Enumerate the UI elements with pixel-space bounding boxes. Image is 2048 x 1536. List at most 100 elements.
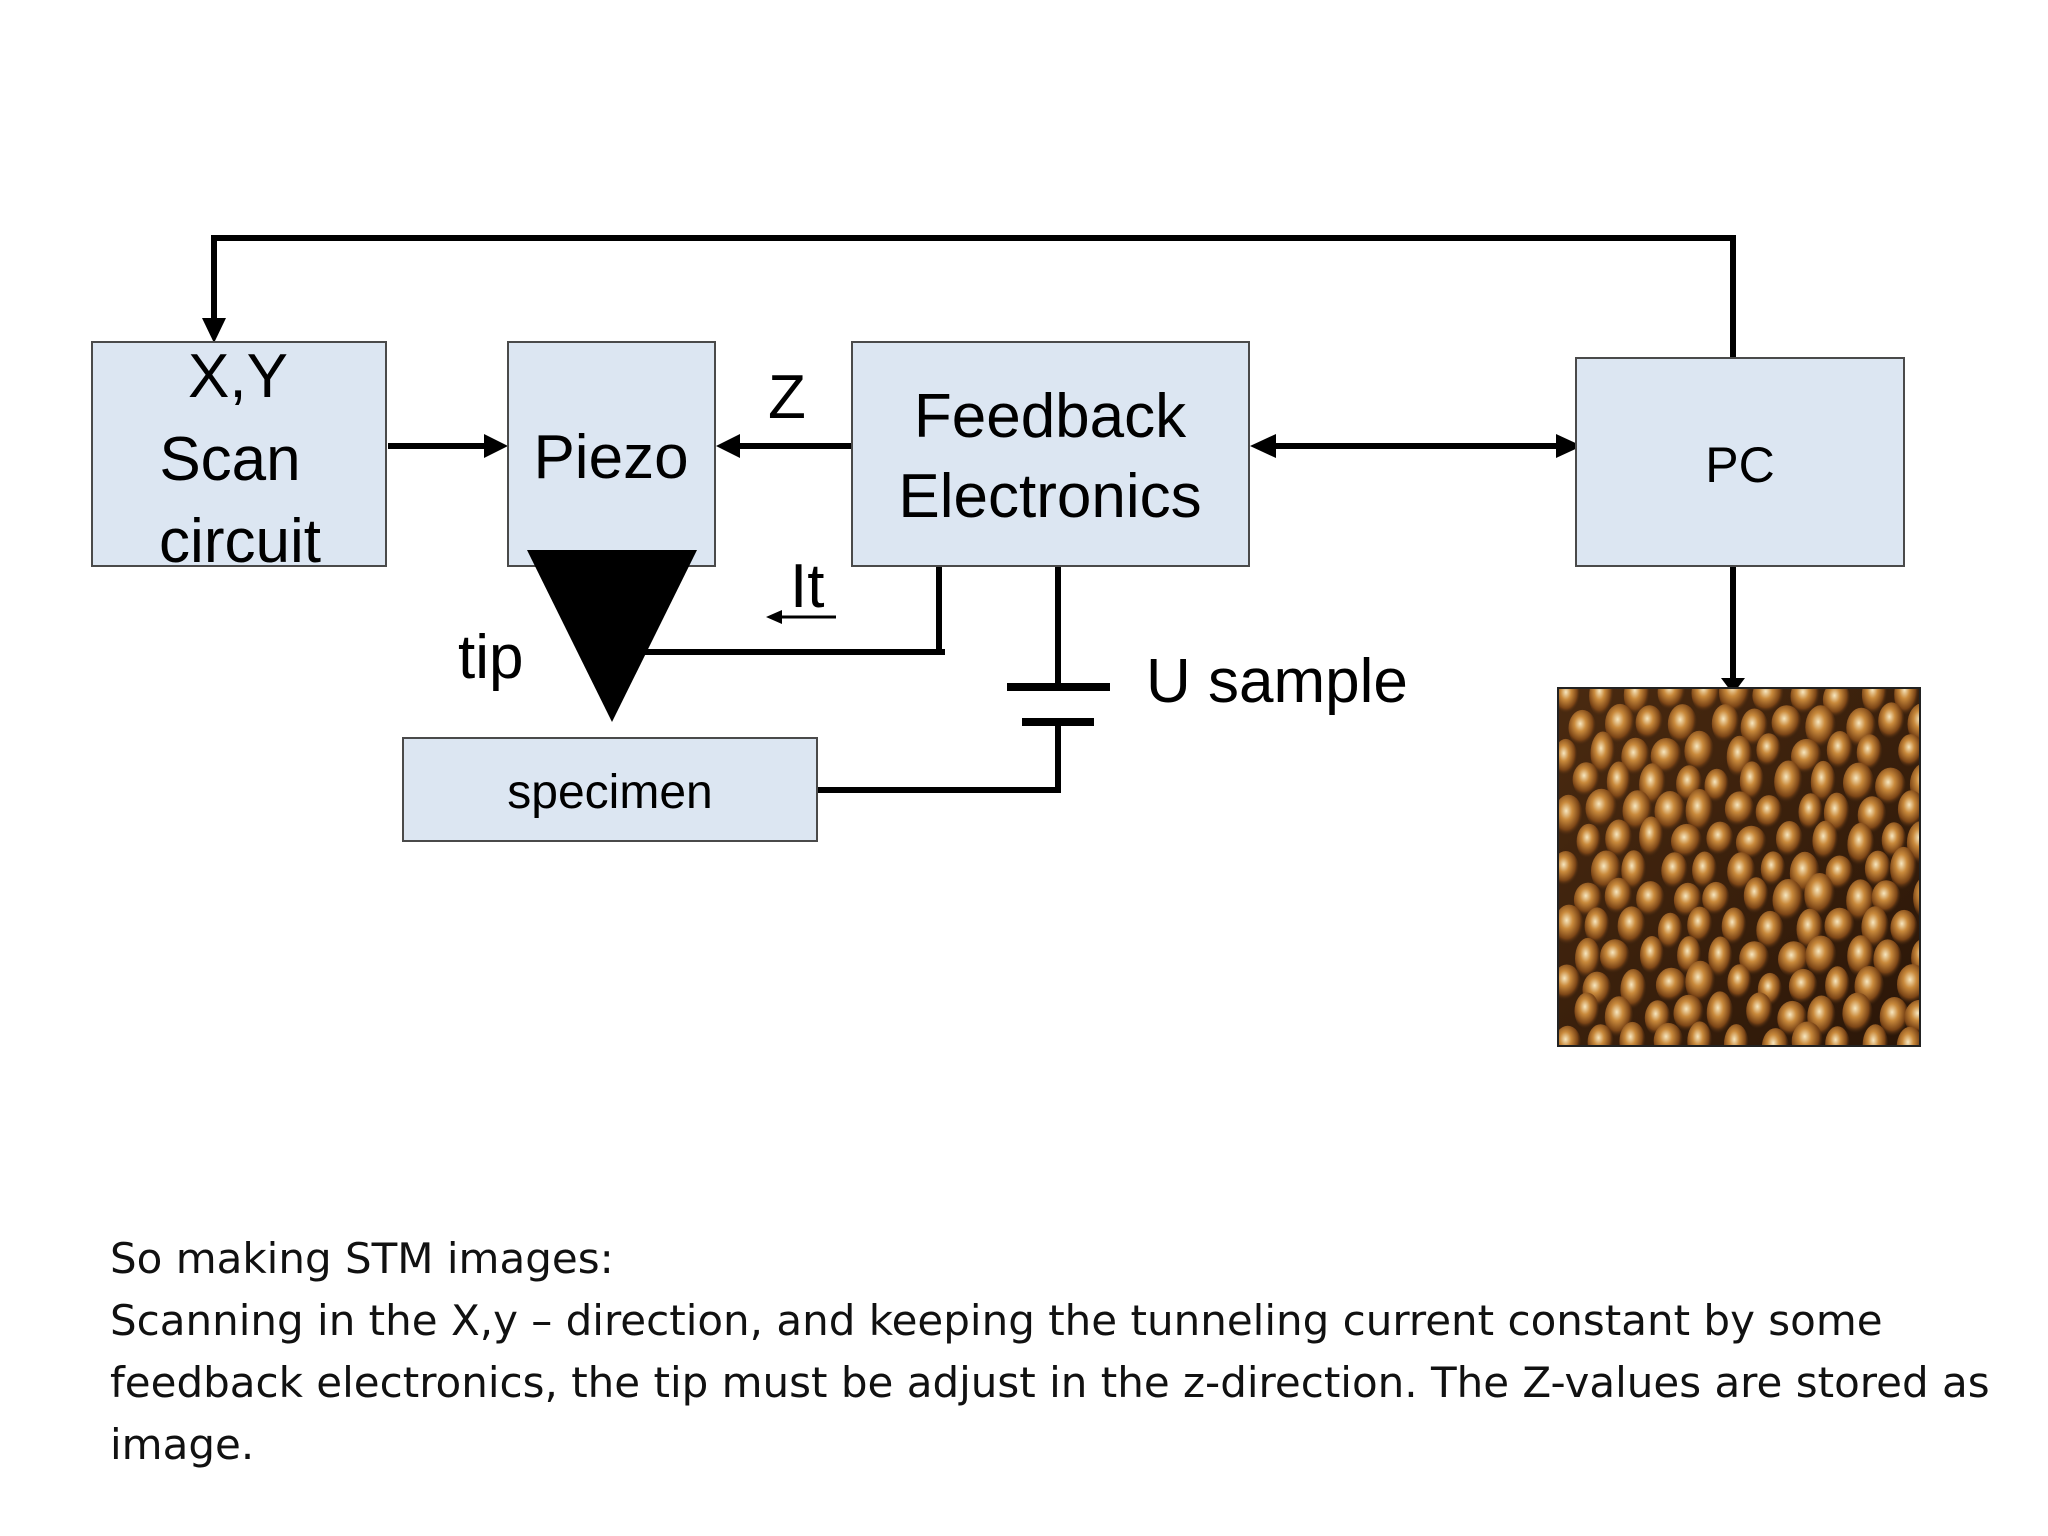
stm-surface-bump bbox=[1654, 791, 1686, 833]
caption: So making STM images: Scanning in the X,… bbox=[110, 1228, 2010, 1476]
stm-surface-bump bbox=[1558, 738, 1578, 777]
stm-surface-bump bbox=[1655, 967, 1687, 1003]
stm-surface-bump bbox=[1805, 705, 1837, 749]
stm-surface-bump bbox=[1825, 1026, 1850, 1046]
stm-surface-bump bbox=[1756, 733, 1781, 768]
stm-surface-bump bbox=[1791, 1021, 1823, 1046]
stm-surface-bump bbox=[1605, 703, 1635, 745]
stm-surface-bump bbox=[1640, 936, 1664, 975]
stm-surface-bump bbox=[1878, 702, 1905, 740]
stm-surface-bump bbox=[1810, 760, 1836, 804]
it-label: It bbox=[790, 552, 824, 621]
stm-surface-bump bbox=[1558, 851, 1580, 887]
stm-surface-bump bbox=[1798, 793, 1823, 831]
stm-surface-bump bbox=[1617, 906, 1646, 946]
stm-surface-bump bbox=[1702, 881, 1730, 916]
wiring bbox=[202, 235, 1745, 793]
stm-surface-bump bbox=[1605, 819, 1633, 859]
stm-surface-bump bbox=[1778, 941, 1810, 978]
stm-surface-bump bbox=[1776, 821, 1803, 858]
stm-surface-bump bbox=[1724, 1024, 1749, 1046]
stm-surface-bump bbox=[1671, 823, 1703, 859]
stm-surface-bump bbox=[1604, 877, 1633, 915]
stm-surface-bump bbox=[1898, 734, 1920, 769]
scan-label-line3: circuit bbox=[159, 507, 321, 576]
stm-surface-bump bbox=[1761, 1028, 1789, 1046]
stm-surface-bump bbox=[1804, 873, 1836, 917]
caption-heading: So making STM images: bbox=[110, 1234, 614, 1283]
stm-image bbox=[1557, 687, 1921, 1047]
stm-surface-bump bbox=[1756, 910, 1784, 951]
stm-surface-bump bbox=[1558, 688, 1581, 715]
arrow-head-pc bbox=[1556, 434, 1582, 458]
stm-surface-bump bbox=[1685, 789, 1714, 833]
stm-surface-bump bbox=[1653, 1022, 1684, 1046]
stm-surface-bump bbox=[1875, 767, 1907, 806]
stm-surface-bump bbox=[1746, 992, 1773, 1030]
stm-surface-bump bbox=[1890, 909, 1918, 947]
arrow-head-feedback bbox=[1250, 434, 1276, 458]
stm-surface-bump bbox=[1896, 1026, 1920, 1046]
stm-surface-bump bbox=[1574, 992, 1600, 1030]
stm-surface-bump bbox=[1691, 688, 1720, 713]
stm-surface-bump bbox=[1760, 851, 1786, 887]
pc-block: PC bbox=[1575, 357, 1905, 567]
stm-surface-bump bbox=[1636, 881, 1665, 918]
stm-surface-bump bbox=[1706, 991, 1734, 1035]
stm-surface-bump bbox=[1650, 738, 1682, 775]
stm-surface-bump bbox=[1752, 688, 1784, 714]
stm-surface-bump bbox=[1727, 964, 1752, 1000]
stm-surface-bump bbox=[1600, 939, 1630, 974]
stm-surface-bump bbox=[1721, 907, 1747, 946]
stm-surface-bump bbox=[1619, 1021, 1646, 1046]
current-arrow-head bbox=[766, 610, 782, 624]
stm-surface-bump bbox=[1842, 992, 1873, 1035]
stm-surface-bump bbox=[1791, 738, 1822, 775]
stm-surface-bump bbox=[1558, 964, 1581, 1001]
stm-surface-bump bbox=[1772, 879, 1805, 922]
stm-surface-bump bbox=[1861, 906, 1889, 949]
stm-surface-bump bbox=[1739, 761, 1764, 802]
stm-surface-bump bbox=[1825, 855, 1854, 891]
u-sample-label: U sample bbox=[1146, 647, 1408, 716]
stm-surface-bump bbox=[1639, 816, 1664, 858]
specimen-block: specimen bbox=[402, 737, 818, 842]
stm-surface-bump bbox=[1897, 790, 1920, 829]
stm-surface-bump bbox=[1824, 907, 1855, 945]
stm-surface-bump bbox=[1708, 936, 1733, 979]
stm-surface-bump bbox=[1706, 821, 1734, 856]
stm-surface-bump bbox=[1856, 734, 1883, 772]
stm-surface-bump bbox=[1572, 762, 1600, 798]
stm-surface-bump bbox=[1862, 1024, 1889, 1046]
stm-surface-bump bbox=[1774, 760, 1803, 804]
piezo-block: Piezo bbox=[507, 341, 716, 567]
stm-surface-bump bbox=[1904, 999, 1920, 1035]
tip-icon bbox=[527, 550, 697, 722]
feedback-label-line2: Electronics bbox=[898, 462, 1201, 531]
stm-surface-bump bbox=[1847, 822, 1875, 867]
stm-surface-bump bbox=[1735, 825, 1767, 860]
stm-surface-bump bbox=[1687, 906, 1713, 944]
stm-surface-bump bbox=[1667, 704, 1698, 745]
stm-surface-bump bbox=[1790, 688, 1820, 715]
stm-surface-bump bbox=[1606, 761, 1631, 804]
stm-surface-bump bbox=[1864, 850, 1891, 887]
arrow-head-image bbox=[1721, 678, 1745, 694]
stm-surface-bump bbox=[1684, 730, 1714, 772]
stm-surface-bump bbox=[1575, 937, 1601, 980]
stm-surface-bump bbox=[1843, 762, 1875, 804]
caption-body: Scanning in the X,y – direction, and kee… bbox=[110, 1296, 1990, 1469]
stm-surface-bump bbox=[1576, 823, 1602, 860]
stm-surface-bump bbox=[1585, 788, 1618, 829]
feedback-electronics-block: Feedback Electronics bbox=[851, 341, 1250, 567]
stm-surface-bump bbox=[1558, 1025, 1582, 1046]
stm-surface-bump bbox=[1568, 709, 1597, 747]
stm-surface-bump bbox=[1871, 880, 1901, 915]
stm-surface-bump bbox=[1589, 688, 1614, 718]
arrow-head-scan bbox=[202, 318, 226, 343]
stm-surface-bump bbox=[1621, 850, 1647, 892]
stm-surface-bump bbox=[1826, 731, 1853, 770]
stm-surface-bump bbox=[1621, 737, 1650, 777]
stm-surface-bump bbox=[1771, 705, 1802, 741]
